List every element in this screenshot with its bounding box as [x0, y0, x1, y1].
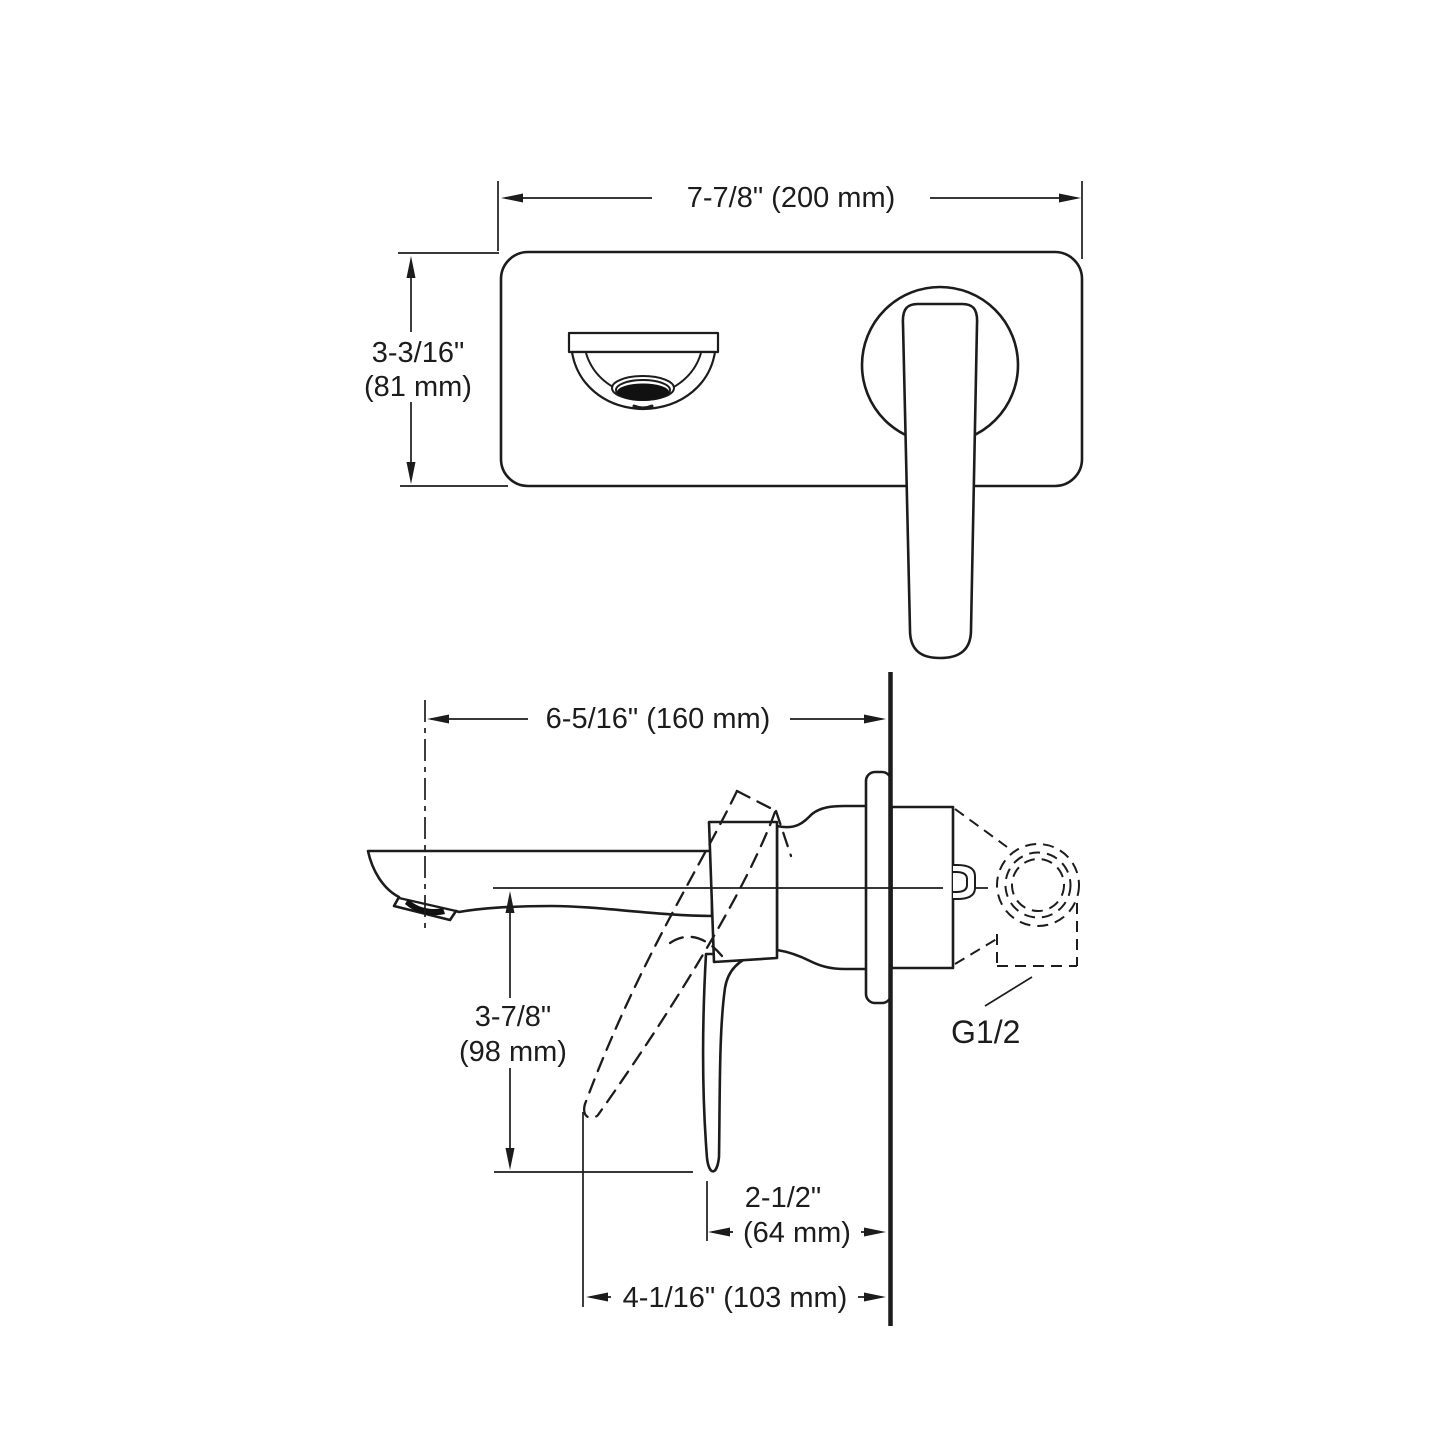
handle-cap-side: [707, 820, 779, 964]
arrowhead-down: [505, 1148, 515, 1170]
raised-handle-edge-left: [583, 789, 739, 1106]
dim-handle-reach: 4-1/16" (103 mm): [582, 1112, 886, 1314]
dim-handle-to-wall: 2-1/2" (64 mm): [706, 1181, 886, 1249]
fitting-line-top: [954, 808, 1008, 848]
thread-leader-line: [984, 976, 1033, 1007]
raised-handle-right-edge: [774, 809, 793, 858]
thread-callout: G1/2: [951, 976, 1033, 1050]
lever-handle-front: [901, 302, 979, 660]
fitting-circle-middle: [1004, 851, 1072, 919]
supply-port-inner: [953, 871, 968, 893]
dim-handle-to-wall-in-label: 2-1/2": [745, 1182, 821, 1214]
spout-side-outline: [366, 849, 714, 922]
fitting-circle-inner: [1011, 858, 1065, 912]
dim-handle-drop: 3-7/8" (98 mm): [459, 891, 693, 1173]
arrowhead-left: [427, 714, 449, 724]
supply-fitting-dashed: [954, 808, 1080, 967]
arrowhead-down: [406, 462, 416, 484]
raised-handle-cap-arc: [668, 935, 724, 958]
arrowhead-right: [864, 1227, 886, 1237]
dim-plate-width: 7-7/8" (200 mm): [497, 181, 1083, 259]
front-view: 7-7/8" (200 mm) 3-3/16" (81 mm): [364, 181, 1084, 660]
aerator-opening: [617, 383, 669, 401]
handle-side-down: [701, 952, 759, 1173]
handle-front: [860, 285, 1020, 660]
dim-plate-width-label: 7-7/8" (200 mm): [687, 182, 896, 214]
arrowhead-right: [864, 1292, 886, 1302]
dim-handle-reach-label: 4-1/16" (103 mm): [623, 1282, 848, 1314]
raised-handle-tip: [583, 1102, 599, 1119]
spout-outlet-dark: [405, 899, 445, 916]
arrowhead-up: [406, 256, 416, 278]
dim-handle-to-wall-mm-label: (64 mm): [743, 1217, 851, 1249]
arrowhead-right: [864, 714, 886, 724]
aerator-detail-line: [632, 404, 654, 410]
spout-side: [366, 849, 714, 922]
arrowhead-up: [505, 891, 515, 913]
spout-band: [567, 331, 720, 354]
spout-front: [567, 331, 720, 411]
dim-spout-reach-label: 6-5/16" (160 mm): [546, 703, 771, 735]
arrowhead-left: [501, 193, 523, 203]
raised-handle-edge-right: [596, 810, 777, 1117]
dim-plate-height-mm-label: (81 mm): [364, 371, 472, 403]
dim-plate-height: 3-3/16" (81 mm): [364, 252, 508, 487]
side-view: 6-5/16" (160 mm) 3-7/8" (98 mm) 2-1/2" (…: [366, 672, 1080, 1326]
arrowhead-left: [586, 1292, 608, 1302]
arrowhead-right: [1059, 193, 1081, 203]
fitting-circle-outer: [996, 843, 1080, 927]
dim-plate-height-in-label: 3-3/16": [372, 337, 465, 369]
dim-handle-drop-in-label: 3-7/8": [475, 1001, 551, 1033]
handle-raised-dashed: [583, 789, 793, 1119]
supply-port-outer: [953, 864, 976, 900]
thread-size-label: G1/2: [951, 1014, 1020, 1050]
arrowhead-left: [708, 1227, 730, 1237]
dim-spout-reach: 6-5/16" (160 mm): [424, 700, 886, 933]
dim-handle-drop-mm-label: (98 mm): [459, 1036, 567, 1068]
raised-handle-top-edge: [735, 789, 778, 813]
fitting-line-bottom: [954, 936, 1001, 965]
